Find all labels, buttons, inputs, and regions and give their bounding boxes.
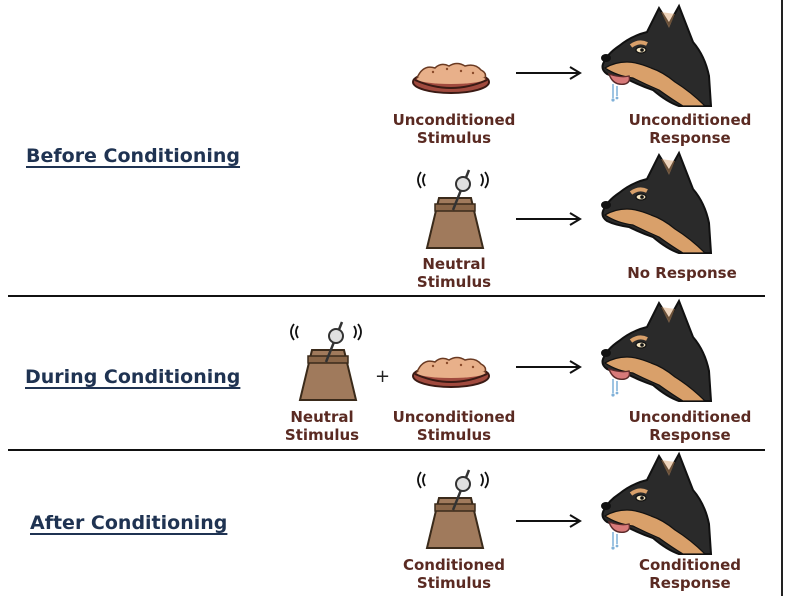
no-response-label: No Response — [627, 264, 737, 282]
dog-icon — [599, 151, 713, 255]
food-bowl-icon — [412, 356, 490, 388]
arrow-icon — [515, 66, 581, 80]
section-divider — [8, 449, 765, 451]
food-bowl-icon — [412, 62, 490, 94]
arrow-icon — [515, 212, 581, 226]
metronome-icon — [416, 168, 490, 250]
metronome-icon — [416, 468, 490, 550]
arrow-icon — [515, 514, 581, 528]
after-conditioning-title: After Conditioning — [30, 512, 228, 534]
before-conditioning-title: Before Conditioning — [26, 145, 241, 167]
frame-border — [781, 0, 783, 596]
salivating-dog-icon — [601, 454, 713, 556]
plus-sign: + — [375, 366, 391, 387]
during-conditioning-title: During Conditioning — [25, 366, 241, 388]
salivating-dog-icon — [601, 6, 713, 108]
section-divider — [8, 295, 765, 297]
arrow-icon — [515, 360, 581, 374]
salivating-dog-icon — [601, 301, 713, 403]
metronome-icon — [289, 320, 363, 402]
